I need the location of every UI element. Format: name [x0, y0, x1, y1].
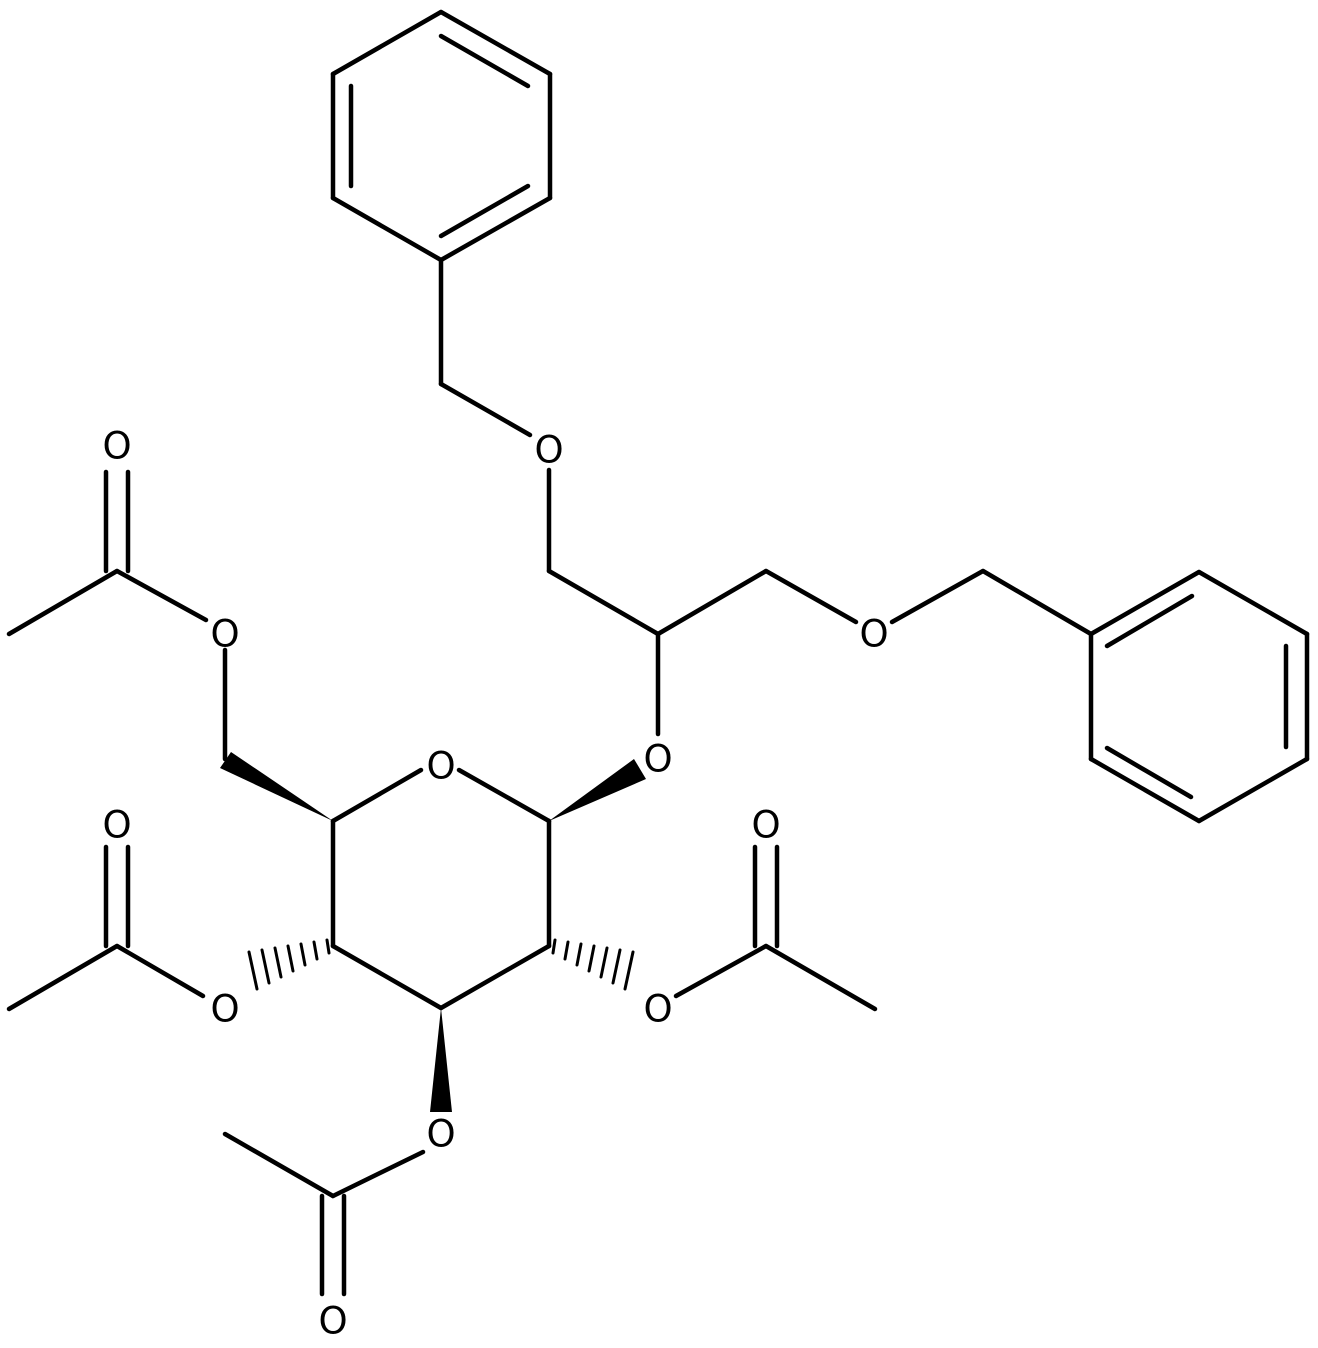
pyranose-ring — [330, 767, 552, 1011]
bond — [6, 568, 120, 637]
bond — [1196, 569, 1310, 637]
bond — [763, 568, 859, 625]
hashed-bond — [551, 938, 635, 991]
bond — [1196, 756, 1310, 824]
bond — [330, 9, 444, 77]
bond — [6, 943, 120, 1012]
oxygen-atom-label: O — [426, 1113, 455, 1156]
wedge-bond — [430, 1008, 452, 1112]
oxygen-atom-label: O — [426, 745, 455, 788]
oxygen-atom-label: O — [318, 1300, 347, 1343]
oxygen-atom-label: O — [102, 425, 131, 468]
benzene-ring-top — [330, 9, 553, 263]
bond — [655, 568, 769, 637]
oxygen-atom-label: O — [102, 804, 131, 847]
bond — [456, 767, 552, 824]
bond — [330, 1149, 426, 1199]
oxygen-atom-label: O — [210, 613, 239, 656]
bond — [889, 568, 986, 625]
bond — [980, 568, 1094, 637]
bond — [763, 943, 878, 1012]
bond — [114, 568, 209, 623]
bond — [114, 943, 206, 999]
oxygen-atom-label: O — [643, 738, 672, 781]
oxygen-atom-label: O — [643, 988, 672, 1031]
oxygen-atom-label: O — [751, 804, 780, 847]
bond — [330, 195, 444, 263]
oxygen-atom-label: O — [534, 429, 563, 472]
bond — [673, 943, 769, 999]
benzene-ring-right — [1088, 569, 1310, 824]
double-bond-inner — [1104, 593, 1195, 649]
bond — [1088, 756, 1202, 824]
bond — [438, 381, 533, 438]
bond — [438, 943, 552, 1011]
bond — [546, 568, 661, 637]
bond — [330, 943, 444, 1011]
bond — [438, 9, 553, 77]
double-bond-inner — [438, 33, 531, 89]
oxygen-atom-label: O — [210, 988, 239, 1031]
double-bond-inner — [1104, 745, 1194, 800]
wedge-bond — [549, 759, 646, 821]
bond — [330, 767, 424, 824]
double-bond-inner — [438, 183, 531, 239]
hashed-bond — [247, 938, 331, 991]
bond — [222, 1131, 336, 1199]
oxygen-atom-label: O — [859, 613, 888, 656]
bond — [1088, 569, 1202, 637]
bond — [438, 195, 553, 263]
wedge-bond — [220, 752, 333, 821]
